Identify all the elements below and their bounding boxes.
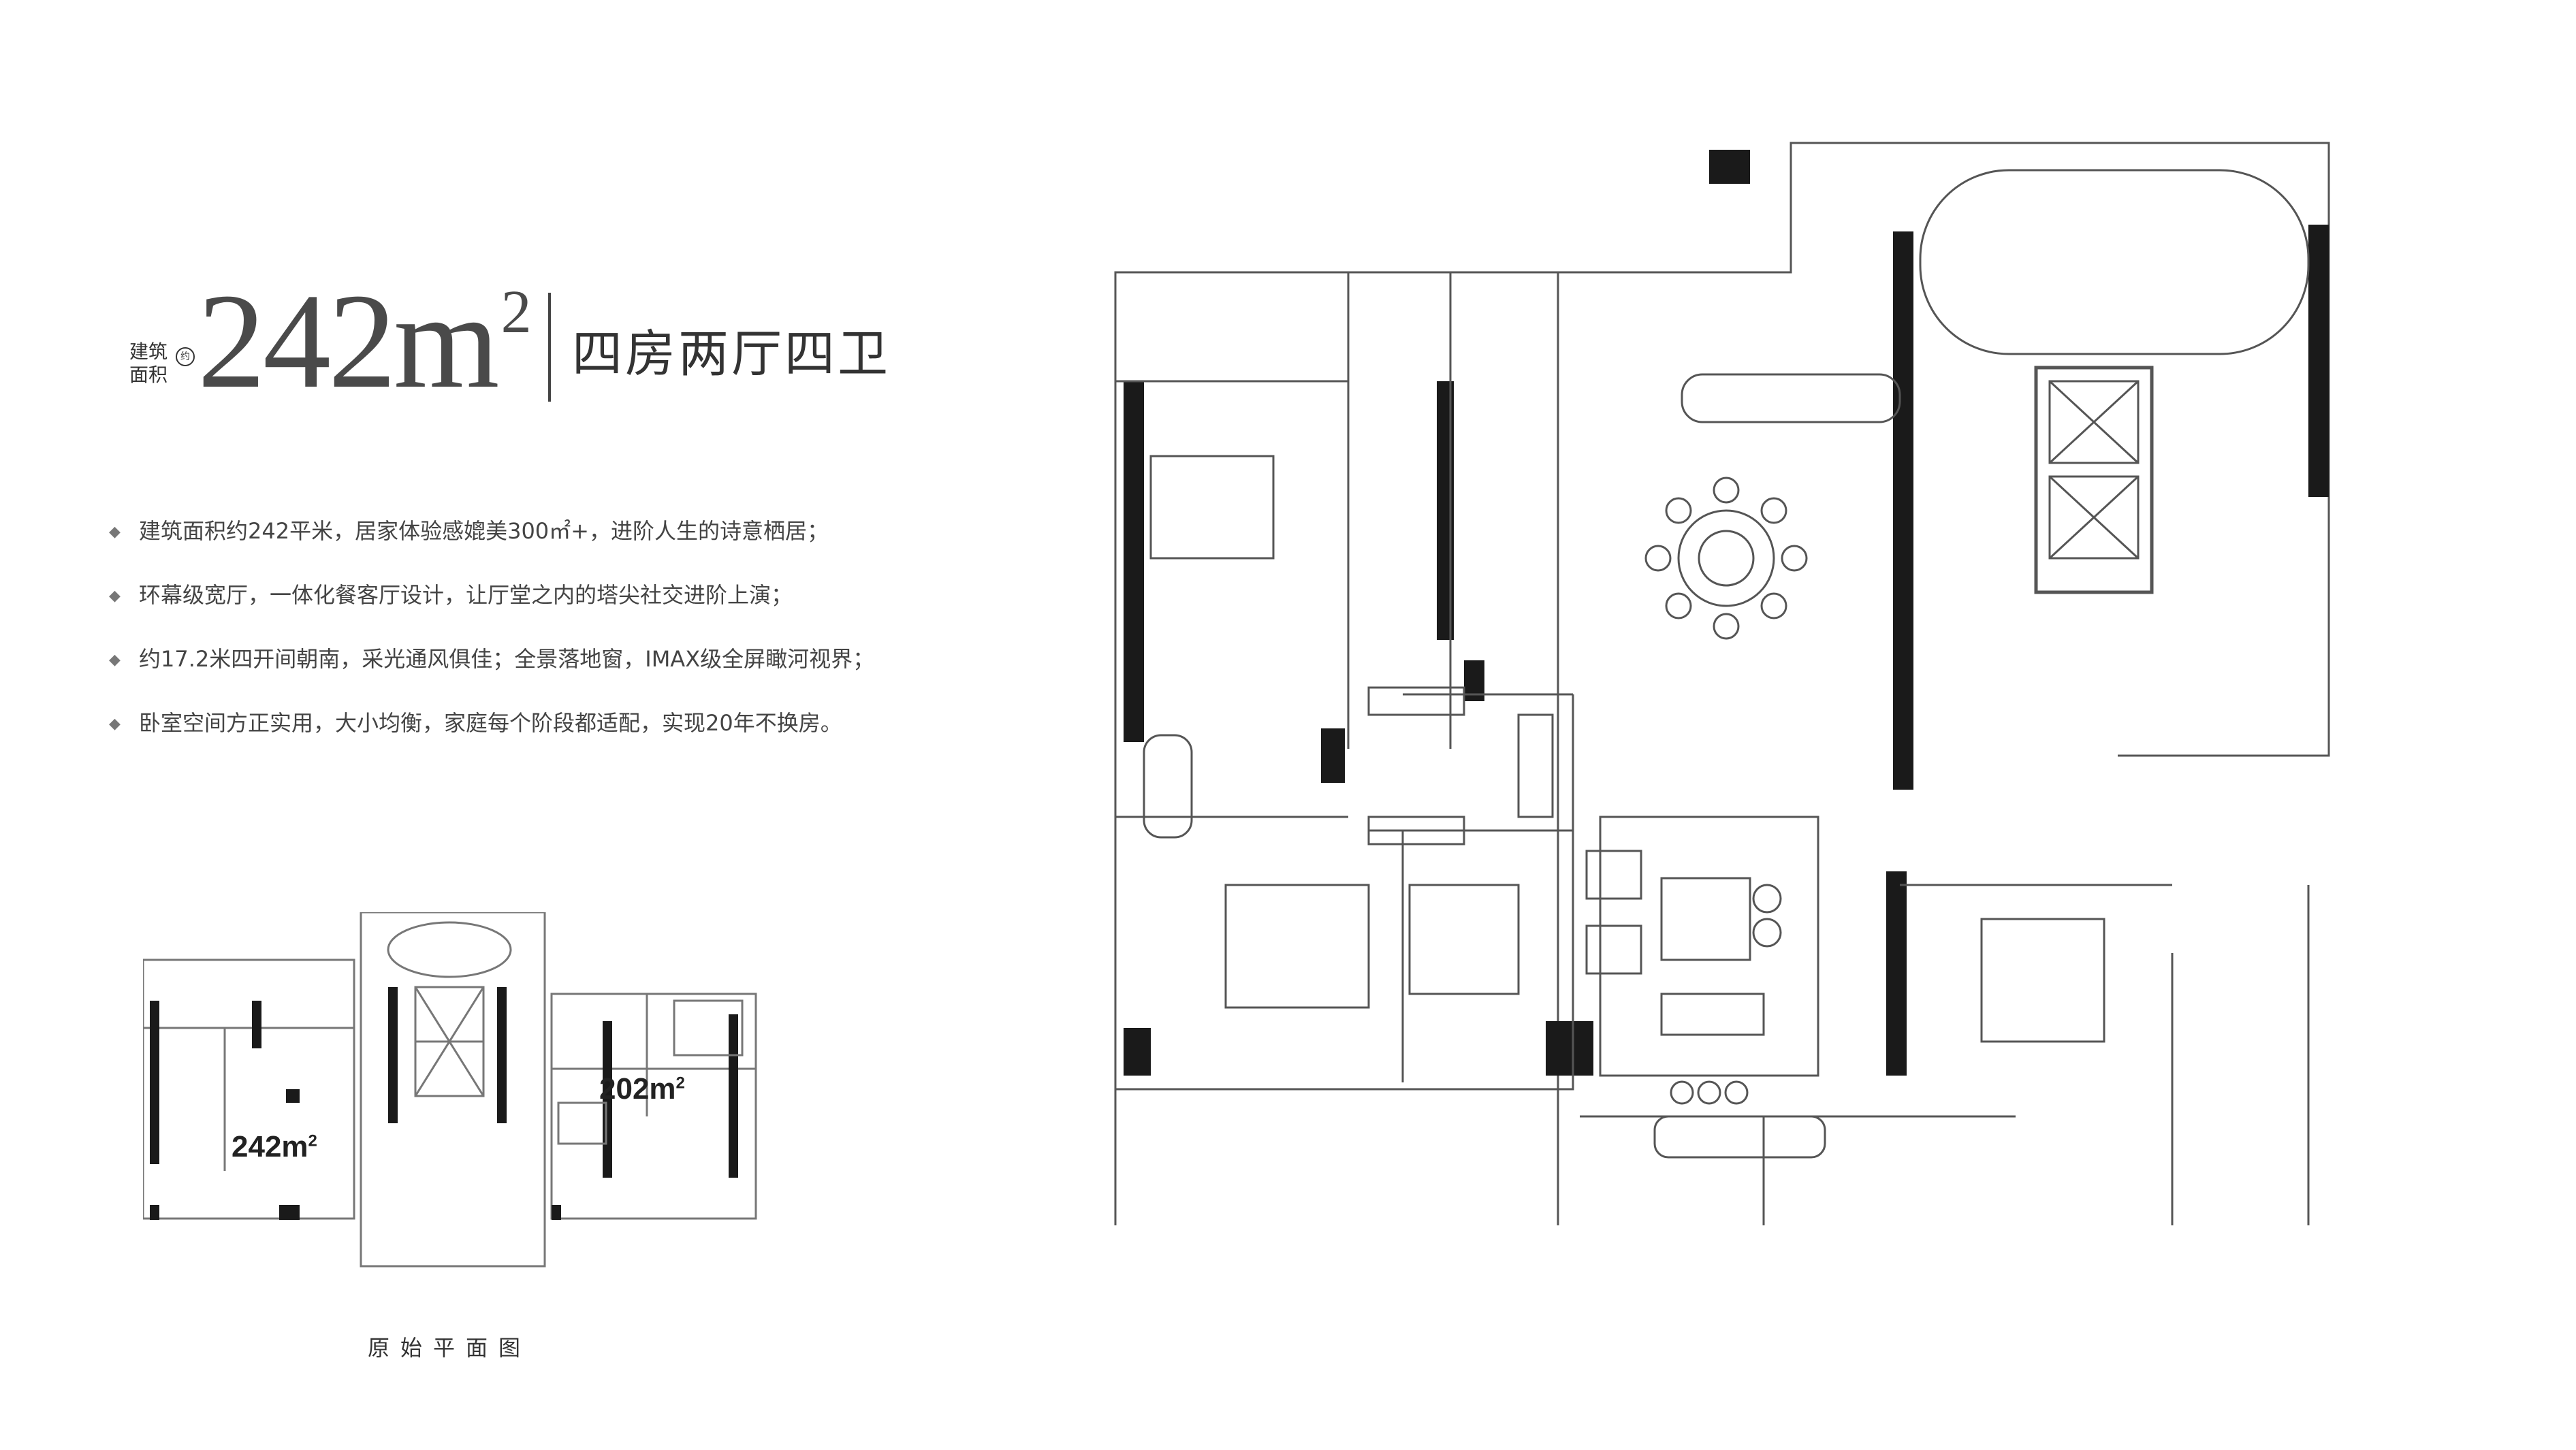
mini-unit-label-left: 242m2 <box>232 1130 317 1164</box>
main-floor-plan <box>1110 136 2336 1295</box>
feature-text: 环幕级宽厅，一体化餐客厅设计，让厅堂之内的塔尖社交进阶上演； <box>139 582 793 608</box>
mini-unit-label-right: 202m2 <box>599 1072 685 1106</box>
header-divider <box>548 293 551 402</box>
approx-mark: 约 <box>176 347 195 366</box>
original-plan-caption: 原始平面图 <box>368 1335 532 1361</box>
feature-text: 约17.2米四开间朝南，采光通风俱佳；全景落地窗，IMAX级全屏瞰河视界； <box>139 646 875 672</box>
feature-text: 卧室空间方正实用，大小均衡，家庭每个阶段都适配，实现20年不换房。 <box>139 710 842 736</box>
bullet-icon: ◆ <box>109 651 121 668</box>
area-value-sup: 2 <box>500 278 532 346</box>
feature-item: ◆ 环幕级宽厅，一体化餐客厅设计，让厅堂之内的塔尖社交进阶上演； <box>109 578 994 642</box>
area-value-number: 242m <box>197 266 500 417</box>
feature-item: ◆ 约17.2米四开间朝南，采光通风俱佳；全景落地窗，IMAX级全屏瞰河视界； <box>109 642 994 706</box>
bullet-icon: ◆ <box>109 715 121 732</box>
original-floor-plan: 242m2 202m2 <box>142 911 769 1280</box>
area-caption: 建筑面积 <box>129 340 168 386</box>
area-value: 242m2 <box>197 266 532 442</box>
mini-unit-value: 202m <box>599 1072 676 1106</box>
feature-item: ◆ 卧室空间方正实用，大小均衡，家庭每个阶段都适配，实现20年不换房。 <box>109 706 994 770</box>
feature-text: 建筑面积约242平米，居家体验感媲美300㎡+，进阶人生的诗意栖居； <box>139 518 829 544</box>
bullet-icon: ◆ <box>109 587 121 605</box>
feature-item: ◆ 建筑面积约242平米，居家体验感媲美300㎡+，进阶人生的诗意栖居； <box>109 514 994 578</box>
layout-title: 四房两厅四卫 <box>572 325 891 383</box>
mini-unit-value: 242m <box>232 1130 308 1163</box>
feature-list: ◆ 建筑面积约242平米，居家体验感媲美300㎡+，进阶人生的诗意栖居； ◆ 环… <box>109 514 994 770</box>
bullet-icon: ◆ <box>109 523 121 541</box>
mini-unit-sup: 2 <box>675 1074 685 1093</box>
mini-unit-sup: 2 <box>308 1131 317 1150</box>
main-floor-plan-drawing <box>1114 142 2330 1295</box>
original-floor-plan-drawing <box>142 911 757 1268</box>
